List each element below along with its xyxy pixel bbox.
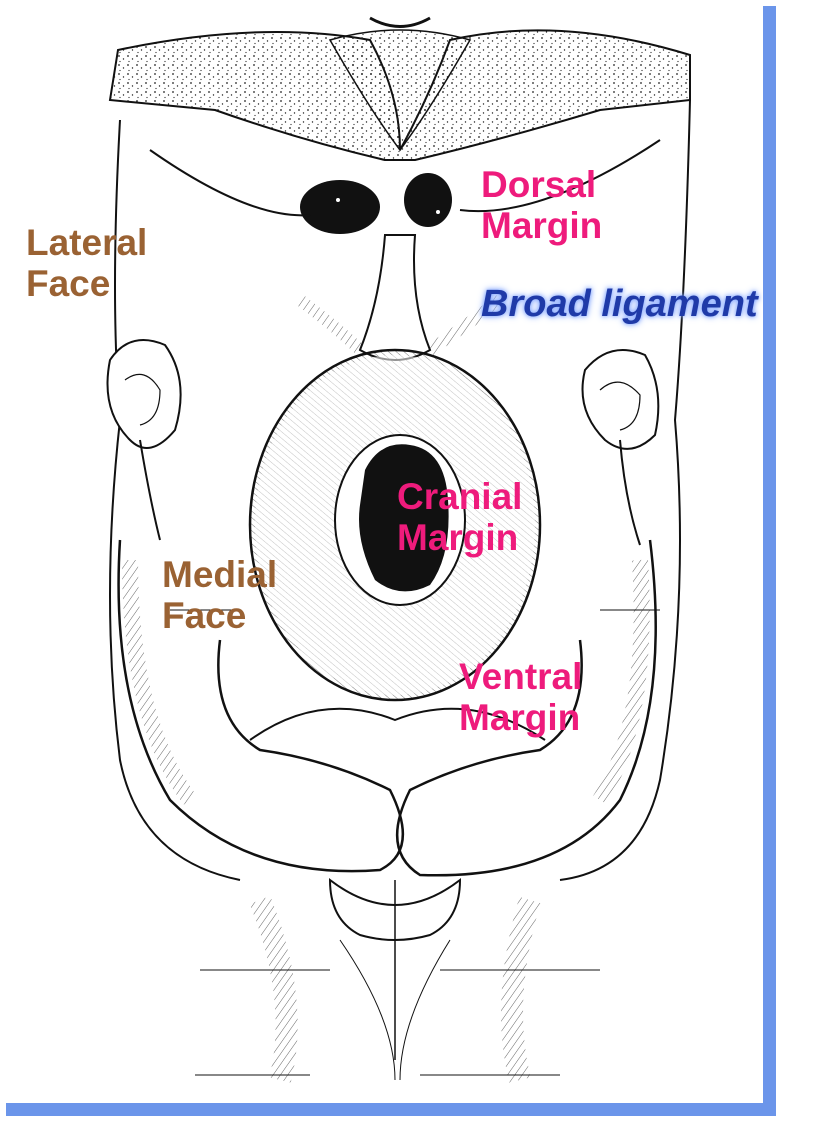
frame-right-bar bbox=[763, 6, 776, 1116]
rectum bbox=[300, 173, 452, 234]
broad-ligament-label: Broad ligament bbox=[481, 283, 758, 326]
ovary-right bbox=[583, 350, 659, 545]
cervix bbox=[260, 880, 530, 1080]
ventral-margin-label: Ventral Margin bbox=[459, 656, 582, 739]
frame-bottom-bar bbox=[6, 1103, 776, 1116]
lateral-face-label: Lateral Face bbox=[26, 222, 147, 305]
mesometrium-stalk bbox=[360, 235, 430, 360]
medial-face-label: Medial Face bbox=[162, 554, 277, 637]
cranial-margin-label: Cranial Margin bbox=[397, 476, 522, 559]
dorsal-margin-label: Dorsal Margin bbox=[481, 164, 602, 247]
pelvic-bone bbox=[110, 18, 690, 160]
